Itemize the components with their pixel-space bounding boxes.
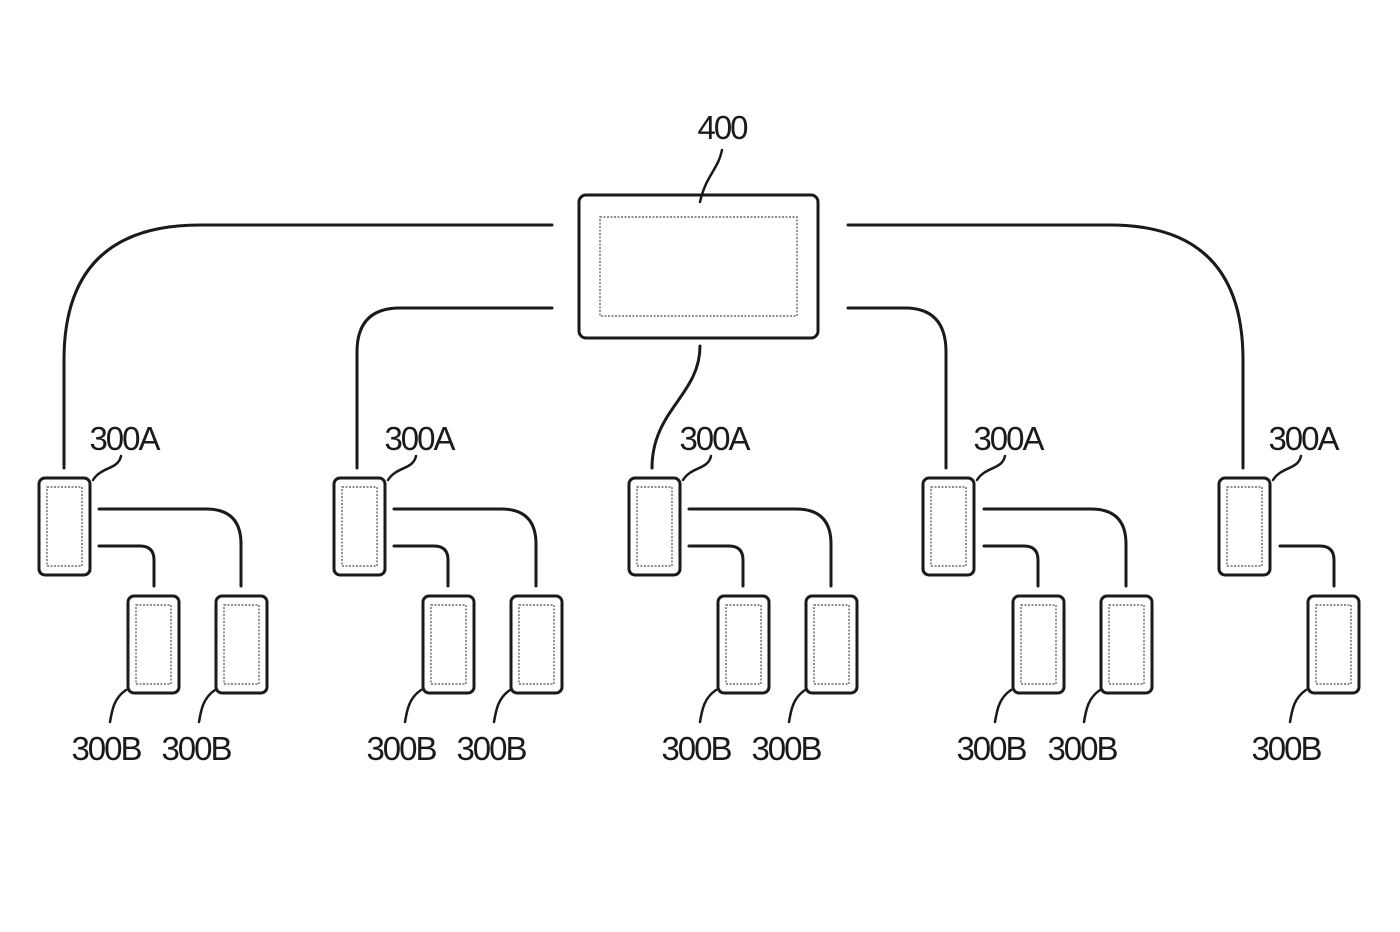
primary-device-2: [332, 476, 387, 577]
wire-device-a-4-to-b-2: [982, 507, 1128, 588]
wire-hub-to-device-a-3: [650, 344, 702, 470]
secondary-device-3-1-leader: [698, 688, 718, 724]
hub-screen: [599, 216, 798, 317]
wire-device-a-2-to-b-1: [392, 544, 450, 588]
secondary-device-1-1-label: 300B: [71, 730, 141, 767]
primary-device-1-label: 300A: [89, 420, 160, 457]
secondary-device-1-2-leader: [197, 688, 217, 724]
secondary-device-3-1-label: 300B: [661, 730, 731, 767]
primary-device-3-leader: [681, 454, 713, 482]
primary-device-2-leader: [386, 454, 418, 482]
primary-device-2-label: 300A: [384, 420, 455, 457]
secondary-device-2-1-leader: [403, 688, 423, 724]
primary-device-5: [1217, 476, 1272, 577]
secondary-device-5-1-label: 300B: [1251, 730, 1321, 767]
device-cluster-4: 300A 300B 300B: [921, 420, 1154, 767]
secondary-device-4-1: [1011, 594, 1066, 695]
device-cluster-2: 300A 300B 300B: [332, 420, 564, 767]
wire-device-a-5-to-b-1: [1278, 544, 1336, 588]
primary-device-5-label: 300A: [1268, 420, 1339, 457]
device-cluster-5: 300A 300B: [1217, 420, 1361, 767]
secondary-device-4-1-label: 300B: [956, 730, 1026, 767]
primary-device-5-leader: [1271, 454, 1303, 482]
secondary-device-3-2-leader: [787, 688, 807, 724]
primary-device-4-leader: [975, 454, 1007, 482]
secondary-device-3-1: [716, 594, 771, 695]
wire-device-a-2-to-b-2: [392, 507, 538, 588]
wire-hub-to-device-a-1: [62, 223, 554, 470]
secondary-device-2-2-leader: [492, 688, 512, 724]
hub-device: 400: [577, 109, 820, 340]
device-cluster-3: 300A 300B 300B: [627, 420, 859, 767]
secondary-device-2-2-label: 300B: [456, 730, 526, 767]
secondary-device-3-2-label: 300B: [751, 730, 821, 767]
secondary-device-5-1-leader: [1288, 688, 1308, 724]
hub-leader-line: [698, 148, 724, 204]
secondary-device-4-1-leader: [993, 688, 1013, 724]
primary-device-3: [627, 476, 682, 577]
wire-device-a-3-to-b-1: [687, 544, 745, 588]
secondary-device-4-2: [1099, 594, 1154, 695]
secondary-device-2-1-label: 300B: [366, 730, 436, 767]
hub-ref-label: 400: [697, 109, 748, 146]
secondary-device-4-2-label: 300B: [1047, 730, 1117, 767]
wire-device-a-1-to-b-1: [97, 544, 156, 588]
primary-device-4: [921, 476, 976, 577]
primary-device-3-label: 300A: [679, 420, 750, 457]
secondary-device-1-2: [214, 594, 269, 695]
primary-device-1: [37, 476, 92, 577]
primary-device-4-label: 300A: [973, 420, 1044, 457]
hub-connections: [62, 223, 1245, 470]
secondary-device-3-2: [804, 594, 859, 695]
secondary-device-2-2: [509, 594, 564, 695]
wire-device-a-3-to-b-2: [687, 507, 833, 588]
device-cluster-1: 300A 300B 300B: [37, 420, 269, 767]
wire-hub-to-device-a-4: [846, 306, 948, 470]
wire-device-a-4-to-b-1: [982, 544, 1040, 588]
secondary-device-5-1: [1306, 594, 1361, 695]
primary-device-1-leader: [91, 454, 123, 482]
wire-hub-to-device-a-5: [846, 223, 1245, 470]
device-connections: [97, 507, 1336, 588]
secondary-device-1-1: [126, 594, 181, 695]
wire-hub-to-device-a-2: [355, 306, 554, 470]
secondary-device-4-2-leader: [1082, 688, 1102, 724]
wire-device-a-1-to-b-2: [97, 507, 243, 588]
secondary-device-2-1: [421, 594, 476, 695]
secondary-device-1-1-leader: [108, 688, 128, 724]
secondary-device-1-2-label: 300B: [161, 730, 231, 767]
